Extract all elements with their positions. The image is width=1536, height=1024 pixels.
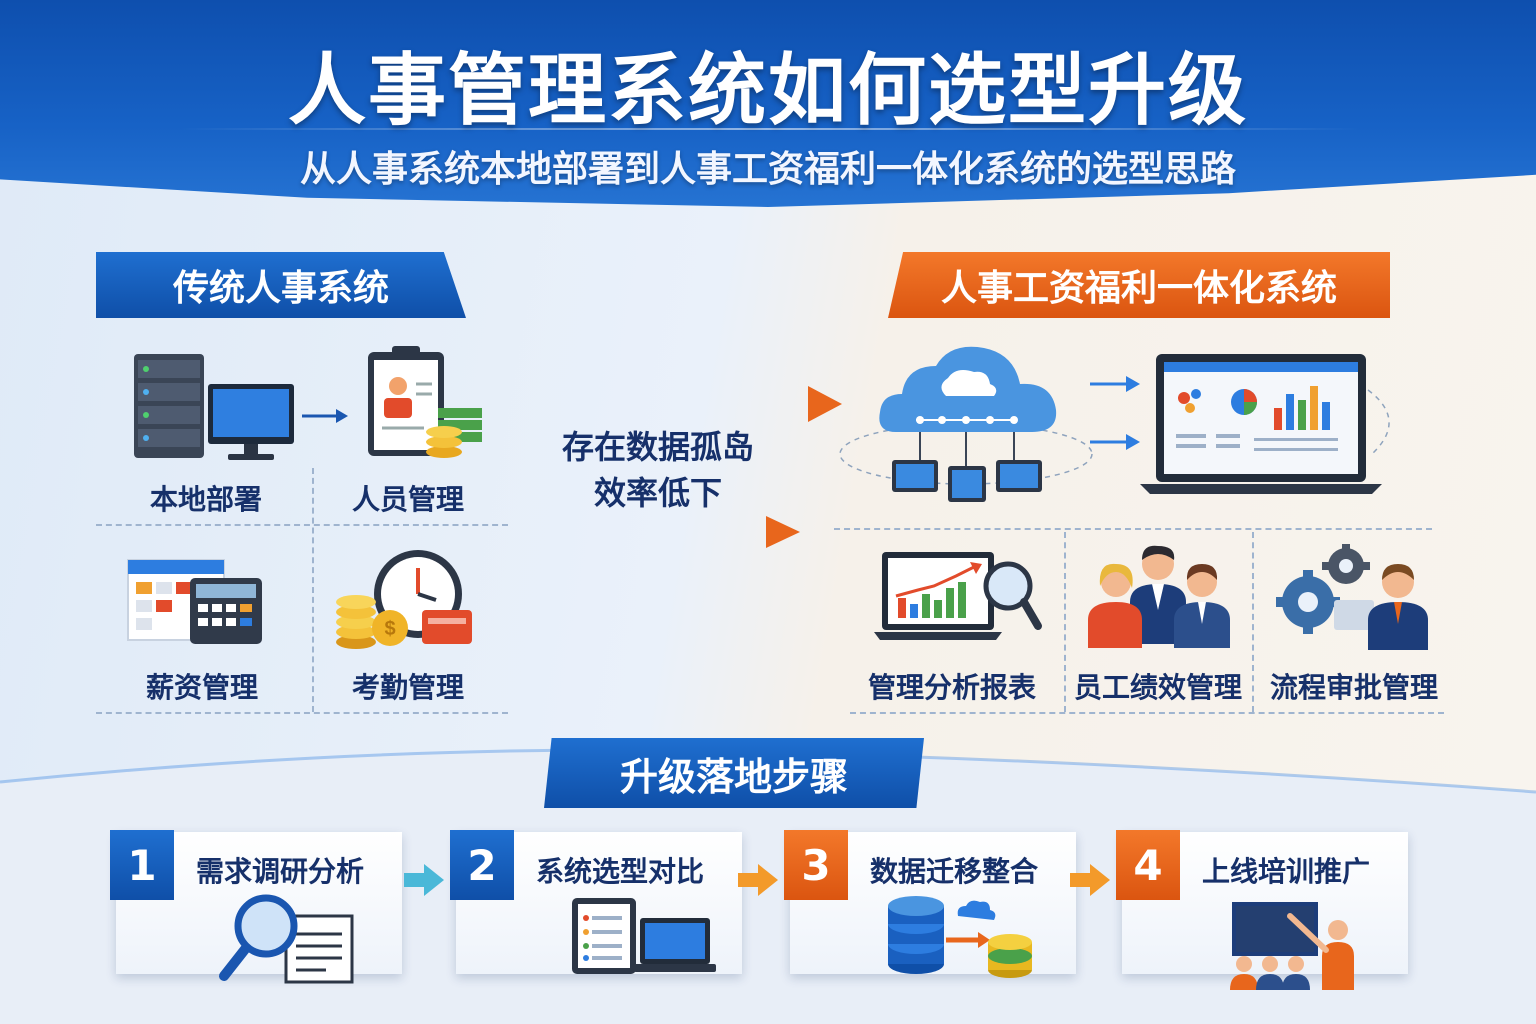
right-grid-hline [834,528,1432,530]
right-item-label-1: 管理分析报表 [867,671,1036,704]
data-silo-line2: 效率低下 [593,474,722,512]
traditional-system-banner: 传统人事系统 [96,252,466,318]
step-label-1: 需求调研分析 [196,855,365,888]
right-grid-vline-1 [1064,532,1066,712]
data-silo-line1: 存在数据孤岛 [561,428,754,466]
page-subtitle: 从人事系统本地部署到人事工资福利一体化系统的选型思路 [299,149,1236,190]
clock-coins-icon: $ [336,550,472,649]
laptop-dashboard-icon [1140,354,1390,494]
right-item-label-3: 流程审批管理 [1269,671,1438,704]
step-label-3: 数据迁移整合 [870,855,1039,888]
header-banner [0,0,1536,207]
right-grid-bottom-line [850,712,1444,714]
steps-title: 升级落地步骤 [619,754,848,799]
team-people-icon [1088,545,1230,648]
step-number-1: 1 [110,830,174,900]
step-number-4: 4 [1116,830,1180,900]
steps-banner: 升级落地步骤 [544,738,924,808]
data-silo-caption: 存在数据孤岛 效率低下 [540,424,776,516]
svg-text:$: $ [384,618,395,640]
analytics-laptop-icon [874,552,1042,640]
transition-arrows [510,386,842,548]
presentation-training-icon [1230,902,1354,990]
left-item-label-4: 考勤管理 [351,671,464,704]
calendar-calculator-icon [127,559,262,644]
step-card-2: 2 系统选型对比 [450,830,742,974]
step-number-2: 2 [450,830,514,900]
step-label-4: 上线培训推广 [1202,855,1371,888]
left-grid-hline [96,524,508,526]
step-arrow-1-icon [404,864,444,896]
integrated-system-banner: 人事工资福利一体化系统 [888,252,1390,318]
step-number-3: 3 [784,830,848,900]
magnifier-document-icon [219,894,354,984]
step-arrow-2-icon [738,864,778,896]
left-grid-vline [312,468,314,712]
left-item-label-1: 本地部署 [149,483,262,516]
traditional-system-title: 传统人事系统 [172,268,389,309]
header-divider [180,128,1360,130]
left-grid-bottom-line [96,712,508,714]
right-item-label-2: 员工绩效管理 [1073,671,1242,704]
step-card-3: 3 数据迁移整合 [784,830,1076,978]
page-title: 人事管理系统如何选型升级 [287,46,1248,136]
cloud-network-icon [839,346,1093,502]
tablet-laptop-icon [572,898,716,974]
right-grid-vline-2 [1252,532,1254,712]
step-label-2: 系统选型对比 [536,855,705,888]
server-monitor-icon [134,354,294,460]
step-card-4: 4 上线培训推广 [1116,830,1408,990]
step-card-1: 1 需求调研分析 [110,830,402,984]
left-item-label-3: 薪资管理 [145,671,258,704]
gears-person-icon [1276,544,1428,650]
clipboard-coins-icon [368,346,482,458]
step-arrow-3-icon [1070,864,1110,896]
integrated-system-title: 人事工资福利一体化系统 [940,268,1337,309]
database-cloud-icon [888,896,1032,978]
left-item-label-2: 人员管理 [351,483,464,516]
sync-arrows-icon [1090,376,1140,450]
arrow-right-icon [302,409,348,423]
